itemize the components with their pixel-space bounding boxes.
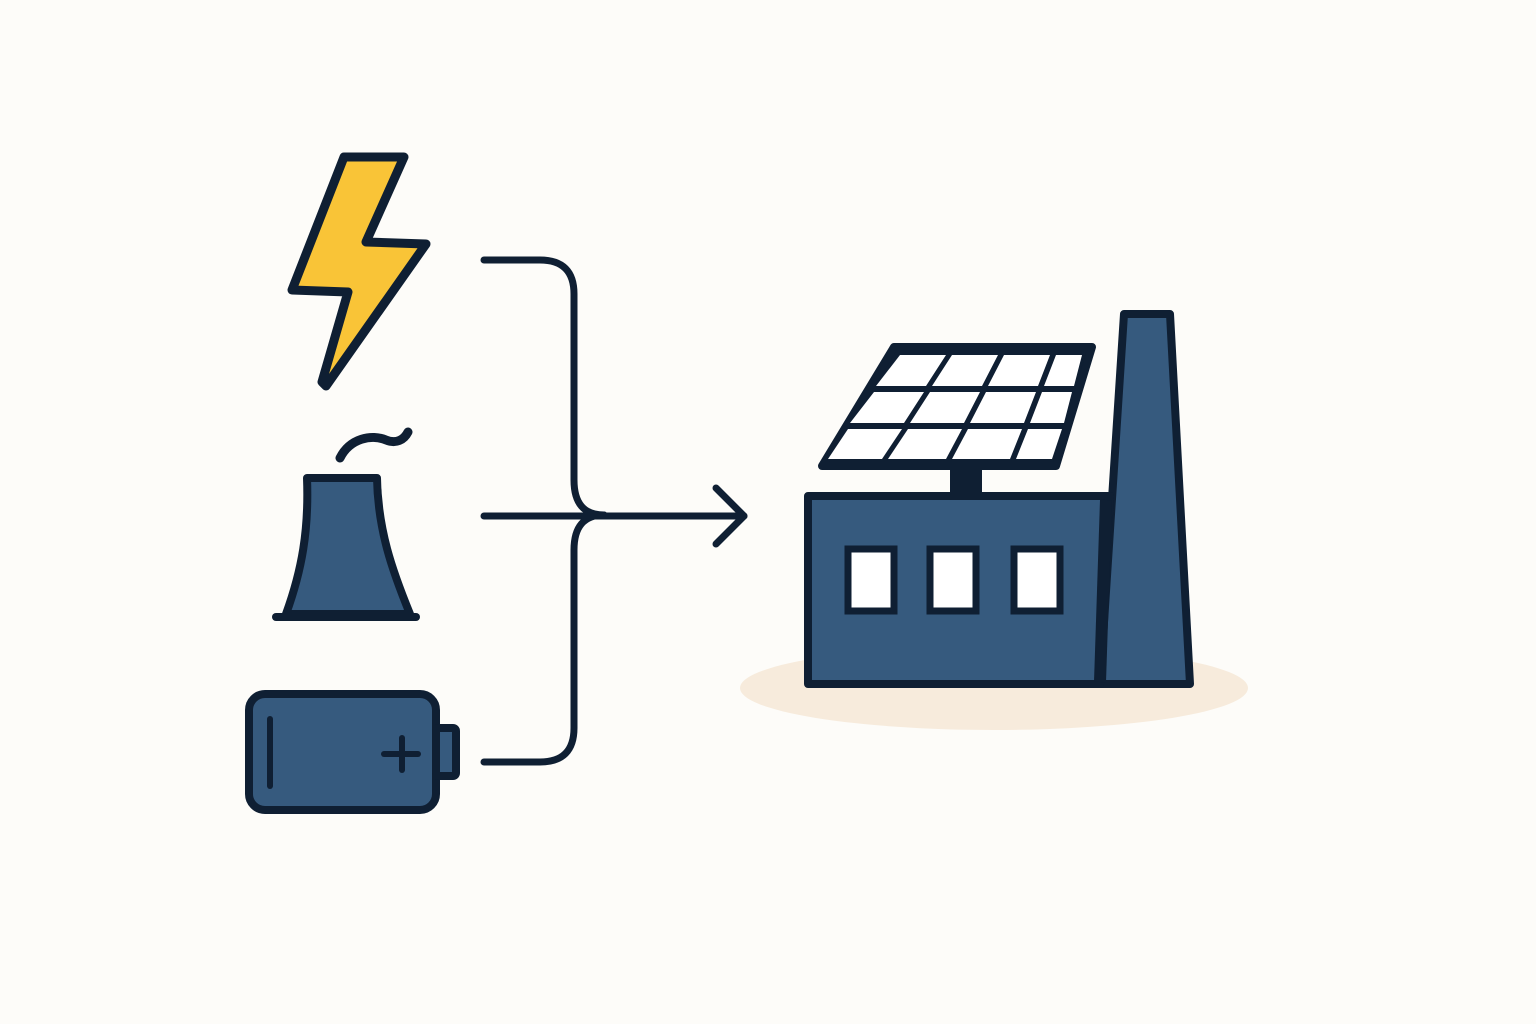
factory-window xyxy=(1010,545,1064,615)
connector-lines xyxy=(480,256,748,766)
cooling-tower-icon xyxy=(272,427,420,621)
factory-window xyxy=(844,545,898,615)
solar-panel-icon xyxy=(818,343,1096,470)
connector-bottom xyxy=(480,511,608,766)
solar-factory-icon xyxy=(740,310,1248,730)
panel-mount xyxy=(950,466,982,494)
arrow-right-icon xyxy=(712,484,748,548)
lightning-bolt-icon xyxy=(287,152,431,391)
battery-icon xyxy=(245,690,460,814)
factory-window xyxy=(926,545,980,615)
connector-top xyxy=(480,256,608,519)
steam-icon xyxy=(335,427,413,463)
